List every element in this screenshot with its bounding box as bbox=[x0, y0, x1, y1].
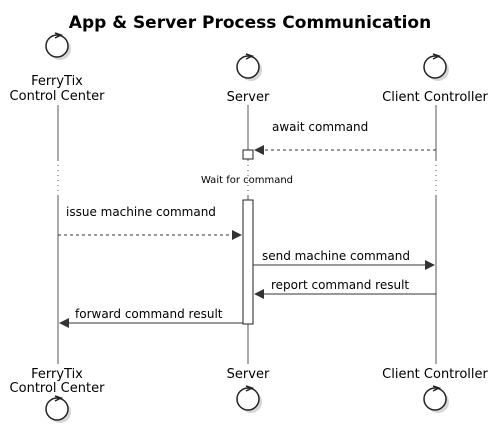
message-await-command: await command bbox=[254, 120, 436, 155]
control-icon bbox=[236, 53, 262, 81]
message-label: await command bbox=[272, 120, 368, 134]
control-icon bbox=[236, 385, 262, 413]
participant-fct-line2: Control Center bbox=[10, 89, 106, 104]
participant-fct-line1: FerryTix bbox=[31, 367, 83, 382]
message-issue-machine-command: issue machine command bbox=[58, 205, 242, 240]
participant-client-label: Client Controller bbox=[382, 90, 488, 105]
message-label: report command result bbox=[271, 278, 409, 292]
participant-client-bottom: Client Controller bbox=[382, 367, 489, 413]
participant-server-label: Server bbox=[227, 367, 270, 382]
participant-client-label: Client Controller bbox=[382, 367, 488, 382]
message-report-command-result: report command result bbox=[254, 278, 436, 299]
participant-server-bottom: Server bbox=[227, 367, 270, 413]
message-forward-command-result: forward command result bbox=[59, 307, 243, 328]
control-icon bbox=[423, 53, 449, 81]
message-label: issue machine command bbox=[66, 205, 216, 219]
participant-client-top: Client Controller bbox=[382, 53, 489, 105]
message-send-machine-command: send machine command bbox=[253, 249, 435, 270]
participant-fct-line2: Control Center bbox=[10, 381, 106, 396]
divider-label: Wait for command bbox=[201, 175, 293, 186]
message-label: send machine command bbox=[262, 249, 410, 263]
participant-server-top: Server bbox=[227, 53, 270, 105]
control-icon bbox=[45, 32, 71, 60]
control-icon bbox=[45, 395, 71, 423]
diagram-title: App & Server Process Communication bbox=[69, 13, 431, 33]
participant-fct-top: FerryTix Control Center bbox=[10, 32, 106, 104]
participant-fct-line1: FerryTix bbox=[31, 74, 83, 89]
participant-server-label: Server bbox=[227, 90, 270, 105]
server-activation-short bbox=[242, 149, 254, 160]
message-label: forward command result bbox=[75, 307, 223, 321]
participant-fct-bottom: FerryTix Control Center bbox=[10, 367, 106, 423]
control-icon bbox=[423, 385, 449, 413]
server-activation-long bbox=[242, 199, 254, 325]
